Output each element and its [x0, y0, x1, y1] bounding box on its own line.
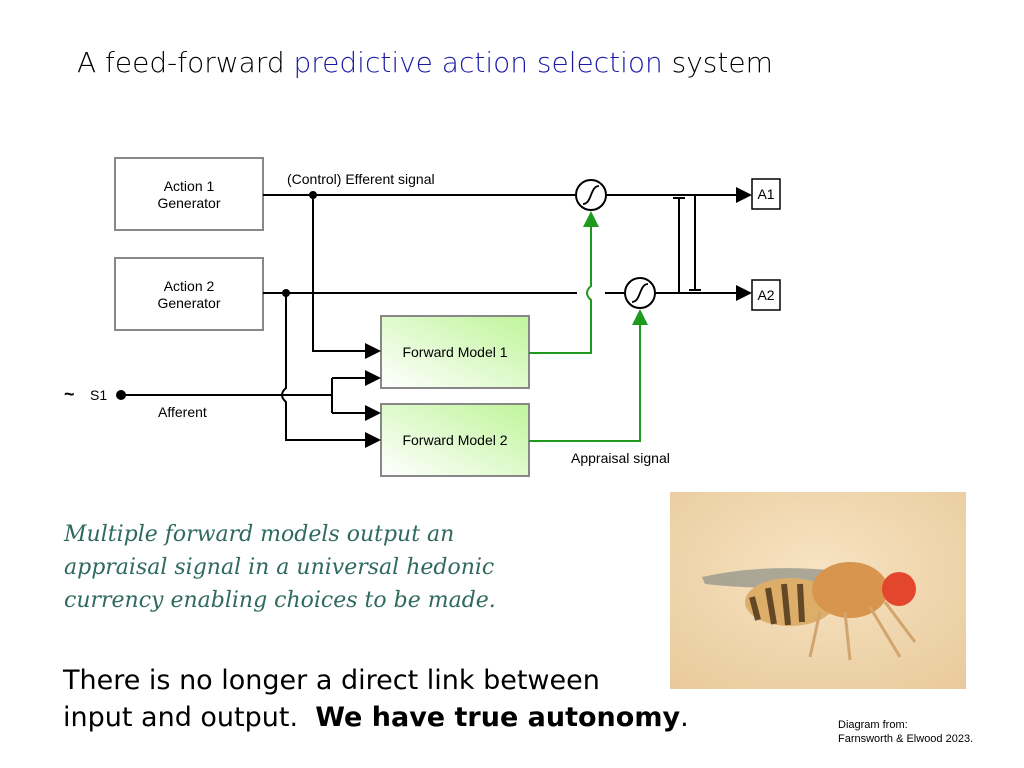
svg-text:Forward Model 2: Forward Model 2	[402, 432, 507, 448]
junction-dot	[282, 289, 290, 297]
output-a1-box: A1	[751, 178, 781, 210]
credit-line2: Farnsworth & Elwood 2023.	[838, 733, 974, 745]
efferent-lines	[121, 187, 752, 448]
title-suffix: system	[662, 46, 773, 79]
sigmoid-gate-1-icon	[575, 179, 607, 211]
sigmoid-gate-2-icon	[624, 277, 656, 309]
forward-model-1-box: Forward Model 1	[380, 315, 530, 389]
svg-text:Action 1: Action 1	[164, 178, 215, 194]
appraisal-label: Appraisal signal	[571, 450, 670, 466]
conclusion-text: There is no longer a direct link between…	[63, 662, 689, 736]
conclusion-bold: We have true autonomy	[315, 702, 681, 733]
credit-line1: Diagram from:	[838, 719, 908, 731]
action2-generator-box: Action 2 Generator	[114, 257, 264, 331]
svg-text:Action 2: Action 2	[164, 278, 215, 294]
handwritten-note: Multiple forward models output an apprai…	[64, 522, 496, 613]
stimulus-label: S1	[90, 387, 107, 403]
afferent-label: Afferent	[158, 404, 207, 420]
diagram-credit: Diagram from: Farnsworth & Elwood 2023.	[838, 718, 973, 746]
conclusion-line1: There is no longer a direct link between	[63, 665, 600, 696]
forward-model-2-box: Forward Model 2	[380, 403, 530, 477]
title-highlight: predictive action selection	[293, 46, 663, 79]
stimulus-dot	[116, 390, 126, 400]
title-prefix: A feed-forward	[77, 46, 294, 79]
tilde-label: ~	[64, 384, 75, 404]
action1-generator-box: Action 1 Generator	[114, 157, 264, 231]
conclusion-end: .	[680, 702, 689, 733]
svg-text:A2: A2	[757, 287, 774, 303]
svg-text:Generator: Generator	[157, 295, 220, 311]
svg-text:Forward Model 1: Forward Model 1	[402, 344, 507, 360]
appraisal-lines	[529, 211, 648, 442]
conclusion-line2: input and output.	[63, 702, 316, 733]
junction-dot	[309, 191, 317, 199]
output-a2-box: A2	[751, 279, 781, 311]
svg-text:A1: A1	[757, 186, 774, 202]
svg-text:Generator: Generator	[157, 195, 220, 211]
efferent-label: (Control) Efferent signal	[287, 171, 435, 187]
fruit-fly-photo	[670, 492, 966, 689]
slide-title: A feed-forward predictive action selecti…	[77, 46, 773, 79]
